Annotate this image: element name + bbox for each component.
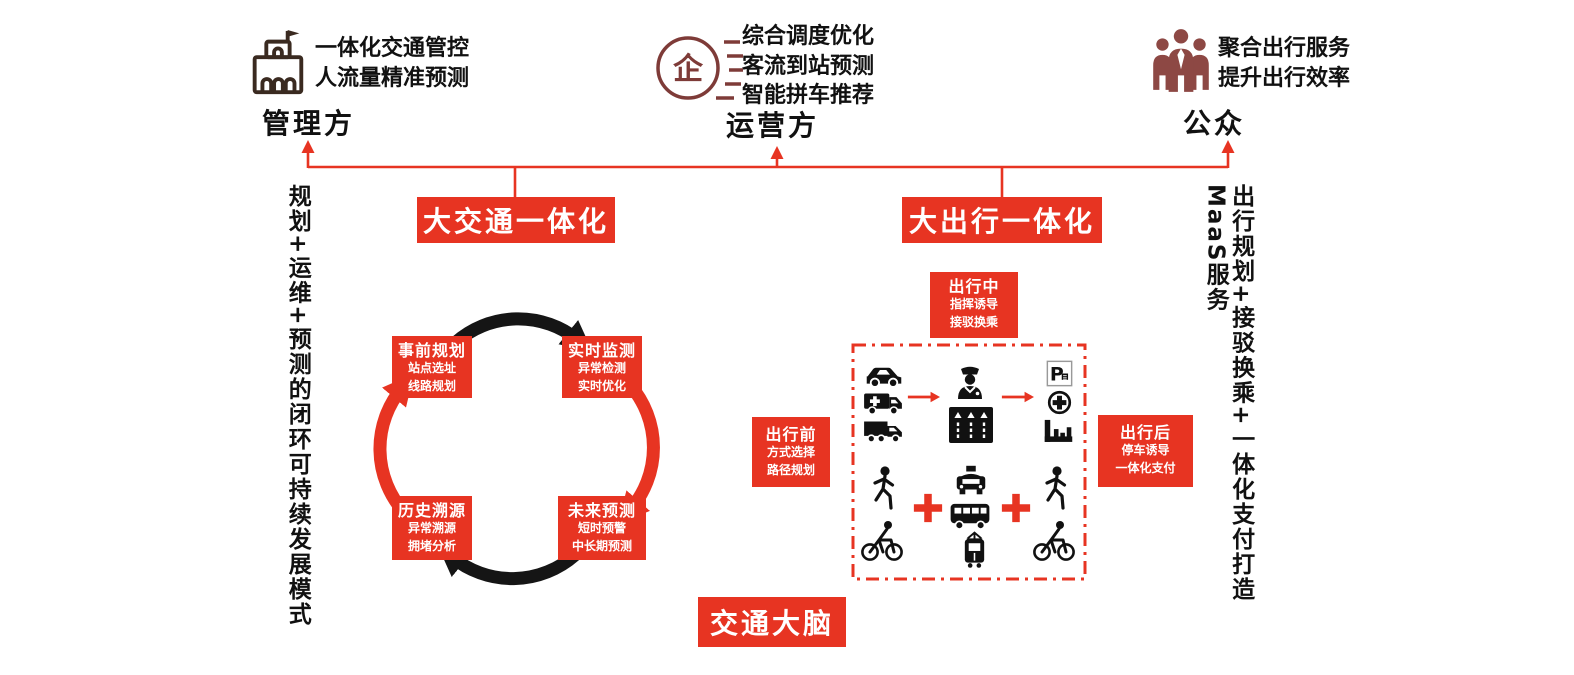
svg-text:P: P	[1050, 364, 1064, 386]
journey-after-box: 出行后 停车诱导 一体化支付	[1098, 415, 1193, 487]
cycle-stage-pre-planning: 事前规划 站点选址 线路规划	[392, 336, 472, 398]
cycle-stage-title: 实时监测	[567, 341, 636, 360]
ambulance-icon	[864, 393, 902, 416]
cycle-stage-title: 历史溯源	[397, 501, 466, 520]
journey-item: 接驳换乘	[949, 314, 998, 329]
arrow-right-icon	[1001, 391, 1034, 403]
cycle-stage-title: 事前规划	[397, 341, 466, 360]
journey-item: 路径规划	[766, 462, 815, 477]
cycle-stage-item: 实时优化	[577, 378, 626, 393]
hospital-icon	[1047, 390, 1072, 415]
pedestrian-icon	[873, 466, 895, 510]
journey-item: 一体化支付	[1115, 460, 1176, 475]
police-officer-icon	[958, 366, 982, 399]
cycle-stage-item: 异常检测	[577, 361, 626, 376]
operator-feature-line: 客流到站预测	[742, 53, 875, 79]
public-features: 聚合出行服务 提升出行效率	[1218, 34, 1350, 93]
enterprise-glyph: 企	[673, 52, 704, 87]
cycle-stage-history-tracing: 历史溯源 异常溯源 拥堵分析	[392, 496, 472, 560]
arrow-right-icon	[907, 391, 940, 403]
manager-feature-line: 人流量精准预测	[315, 65, 470, 91]
journey-item: 方式选择	[766, 445, 815, 460]
side-note-right: 出行规划+接驳换乘+一体化支付打造MaaS服务	[1202, 184, 1254, 602]
cycle-stage-item: 站点选址	[407, 361, 456, 376]
cycle-stage-item: 拥堵分析	[407, 538, 456, 553]
tram-icon	[964, 531, 985, 568]
journey-item: 停车诱导	[1121, 443, 1170, 458]
plus-icon	[913, 493, 943, 523]
journey-title: 出行中	[948, 277, 1000, 296]
car-icon	[866, 367, 902, 388]
pedestrian-icon	[1045, 466, 1067, 510]
public-feature-line: 提升出行效率	[1218, 65, 1351, 91]
cycle-stage-item: 中长期预测	[571, 538, 632, 553]
journey-title: 出行后	[1119, 423, 1171, 442]
manager-label: 管理方	[262, 107, 356, 140]
cycle-stage-item: 短时预警	[577, 521, 626, 536]
plus-icon	[1001, 493, 1031, 523]
parking-icon: P	[1046, 360, 1073, 387]
manager-feature-line: 一体化交通管控	[315, 36, 470, 61]
public-feature-line: 聚合出行服务	[1218, 36, 1351, 61]
cycle-arrows	[373, 312, 660, 586]
cycle-arrow-right	[617, 380, 660, 525]
cyclist-icon	[1033, 521, 1075, 561]
traffic-guidance-board-icon	[949, 407, 993, 443]
cycle-stage-item: 线路规划	[407, 378, 456, 393]
cycle-arrow-bottom	[437, 545, 580, 586]
bus-icon	[950, 503, 990, 530]
cycle-stage-realtime-monitoring: 实时监测 异常检测 实时优化	[562, 336, 642, 398]
journey-item: 指挥诱导	[949, 297, 998, 312]
operator-label: 运营方	[726, 109, 820, 142]
multimodal-dashed-frame	[851, 343, 1087, 581]
cycle-arrow-top	[450, 312, 593, 352]
journey-during-box: 出行中 指挥诱导 接驳换乘	[930, 272, 1018, 338]
truck-icon	[864, 421, 902, 443]
cyclist-icon	[861, 521, 903, 561]
factory-icon	[1044, 419, 1073, 442]
manager-features: 一体化交通管控 人流量精准预测	[315, 34, 469, 93]
enterprise-dispatch-icon: 企	[656, 36, 743, 100]
operator-features: 综合调度优化 客流到站预测 智能拼车推荐	[742, 22, 874, 111]
government-building-icon	[252, 29, 304, 95]
banner-traffic-integration: 大交通一体化	[417, 197, 615, 243]
operator-feature-line: 综合调度优化	[742, 24, 875, 49]
banner-traffic-brain: 交通大脑	[698, 597, 846, 647]
operator-feature-line: 智能拼车推荐	[742, 83, 875, 109]
banner-mobility-integration: 大出行一体化	[902, 197, 1102, 243]
cycle-stage-item: 异常溯源	[407, 521, 456, 536]
journey-before-box: 出行前 方式选择 路径规划	[752, 417, 830, 487]
taxi-icon	[956, 465, 986, 495]
people-group-icon	[1153, 29, 1209, 92]
journey-title: 出行前	[765, 425, 817, 444]
public-label: 公众	[1183, 107, 1246, 140]
side-note-left: 规划+运维+预测的闭环可持续发展模式	[284, 184, 311, 627]
cycle-arrow-left	[373, 373, 414, 517]
cycle-stage-future-prediction: 未来预测 短时预警 中长期预测	[558, 496, 646, 560]
cycle-stage-title: 未来预测	[567, 501, 636, 520]
